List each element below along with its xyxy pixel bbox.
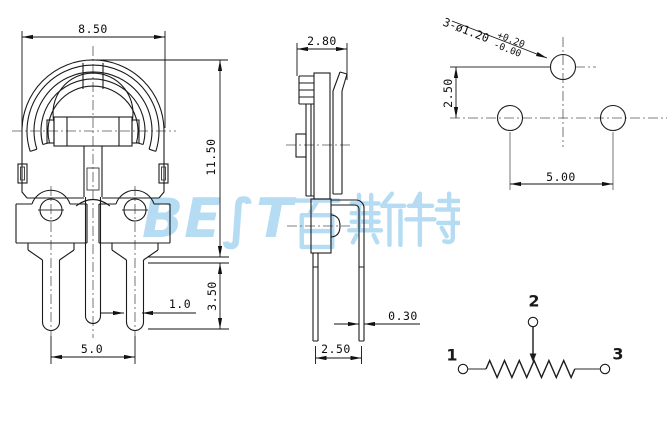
front-rotor-slot: [46, 72, 140, 207]
schematic-label-1: 1: [446, 345, 458, 365]
front-terminal-right: [98, 189, 171, 331]
front-terminal-center: [84, 197, 102, 324]
resistor-zigzag: [485, 358, 576, 380]
front-view: [12, 31, 229, 364]
schematic-symbol: [457, 316, 611, 380]
dim-body-height: 11.50: [204, 138, 218, 176]
schematic-label-3: 3: [612, 344, 624, 364]
side-leads: [312, 199, 365, 342]
hole-layout-view: [450, 20, 667, 190]
wiper-arrow-head: [529, 353, 537, 362]
watermark-brand-part3: T: [255, 187, 294, 250]
char-te: [404, 191, 460, 248]
hole-bottom-right: [599, 104, 627, 132]
side-body: [295, 71, 348, 254]
dim-lead-span: 5.0: [80, 342, 104, 356]
hole-bottom-left: [496, 104, 524, 132]
watermark-brand-logo: BE∫T: [142, 190, 294, 248]
dim-row-offset: 2.50: [441, 78, 455, 108]
dim-lead-thickness: 0.30: [388, 309, 418, 323]
schematic-terminal-1: [457, 363, 469, 375]
schematic-terminal-3: [599, 363, 611, 375]
front-terminal-left: [15, 189, 88, 331]
hole-top: [549, 53, 577, 81]
char-si: [347, 191, 407, 248]
front-body-outline: [17, 59, 169, 199]
dim-lead-width: 1.0: [168, 297, 192, 311]
watermark-brand-part1: BE: [142, 187, 223, 250]
dim-lead-gap: 2.50: [321, 342, 351, 356]
schematic-label-2: 2: [528, 291, 540, 311]
side-view: [286, 43, 420, 364]
front-dimensions: [21, 31, 229, 364]
watermark-chinese-characters: [292, 191, 460, 250]
schematic-terminal-2: [527, 316, 539, 328]
hole-dimensions: [451, 20, 614, 190]
front-track-arcs: [26, 63, 160, 152]
dim-body-depth: 2.80: [307, 34, 337, 48]
dim-hole-pitch: 5.00: [546, 170, 576, 184]
side-dimensions: [296, 43, 420, 364]
dim-body-width: 8.50: [78, 22, 108, 36]
dim-lead-length: 3.50: [205, 281, 219, 311]
watermark-brand-part2: ∫: [222, 187, 256, 250]
